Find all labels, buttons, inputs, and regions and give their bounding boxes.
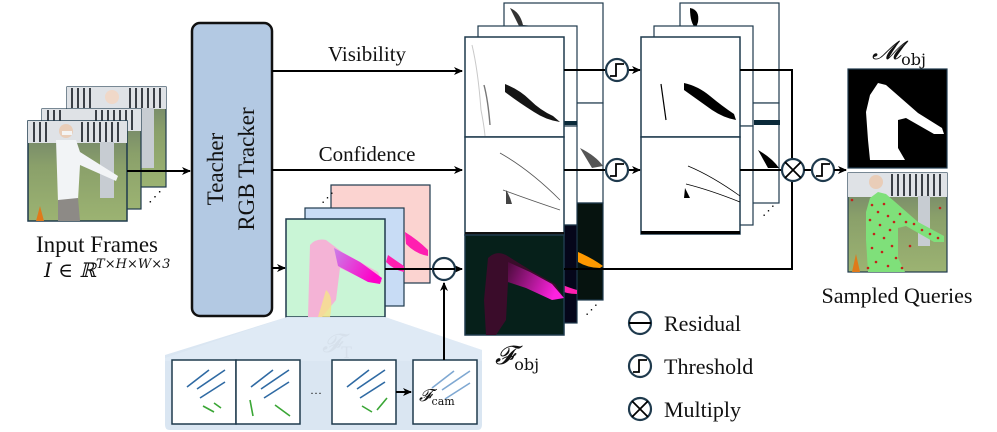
threshold-op-icon-final <box>810 157 836 183</box>
threshold-op-icon-confidence <box>604 157 630 183</box>
flow-stack: ⋰ <box>285 184 431 318</box>
legend: Residual Threshold Multiply <box>627 310 753 422</box>
visibility-label: Visibility <box>328 42 407 66</box>
input-formula: I ∈ ℝT×H×W×3 <box>43 257 170 282</box>
camera-flow-box-2 <box>235 359 301 425</box>
input-formula-main: I ∈ ℝ <box>43 258 97 282</box>
confidence-map <box>464 136 565 236</box>
confidence-label: Confidence <box>319 142 416 166</box>
mask-stack-ellipsis: ⋰ <box>762 203 775 218</box>
fobj-label-sub: obj <box>514 355 539 374</box>
mask-label-sub: obj <box>901 50 926 69</box>
object-mask-image <box>847 68 948 169</box>
input-frames-label: Input Frames <box>36 232 158 257</box>
teacher-rgb-tracker-block: Teacher RGB Tracker <box>190 21 274 318</box>
fobj-stack: ⋰ <box>464 2 604 336</box>
flow-stack-ellipsis: ⋰ <box>321 190 334 205</box>
threshold-op-icon-visibility <box>604 57 630 83</box>
legend-label-multiply: Multiply <box>664 397 741 422</box>
sampled-queries-label: Sampled Queries <box>822 283 973 308</box>
camera-flow-box-n <box>331 359 397 425</box>
thresholded-mask-stack: ⋰ <box>640 2 780 235</box>
sampled-queries-image <box>847 172 948 273</box>
camera-flow-label-sub: cam <box>432 395 456 408</box>
fobj-stack-ellipsis: ⋰ <box>585 302 598 317</box>
camera-flow-boxes: ··· 𝓕cam <box>171 359 478 425</box>
camera-flow-ellipsis: ··· <box>310 386 322 400</box>
mask-label: 𝓜obj <box>872 36 926 69</box>
input-formula-sup: T×H×W×3 <box>96 257 170 272</box>
camera-flow-result-box: 𝓕cam <box>412 359 478 425</box>
line-visibility-to-multiply <box>740 69 793 158</box>
line-objflow-to-multiply <box>564 182 793 270</box>
legend-label-residual: Residual <box>664 311 741 336</box>
input-frames-stack: ⋰ <box>27 86 167 222</box>
legend-item-multiply: Multiply <box>627 396 741 422</box>
input-frame-1 <box>27 120 128 222</box>
query-points <box>850 198 942 270</box>
threshold-icon <box>627 353 653 379</box>
teacher-label-line2: RGB Tracker <box>234 107 259 231</box>
camera-flow-box-1 <box>171 359 237 425</box>
legend-item-threshold: Threshold <box>627 353 753 379</box>
visibility-map <box>464 36 565 138</box>
multiply-op-icon <box>780 157 806 183</box>
legend-label-threshold: Threshold <box>664 354 753 379</box>
fobj-label: 𝓕obj <box>495 341 539 374</box>
object-flow-map <box>464 234 565 336</box>
teacher-label-line1: Teacher <box>203 132 228 205</box>
residual-op-icon <box>431 256 457 282</box>
legend-item-residual: Residual <box>627 310 741 336</box>
input-frames-ellipsis: ⋰ <box>148 190 162 205</box>
